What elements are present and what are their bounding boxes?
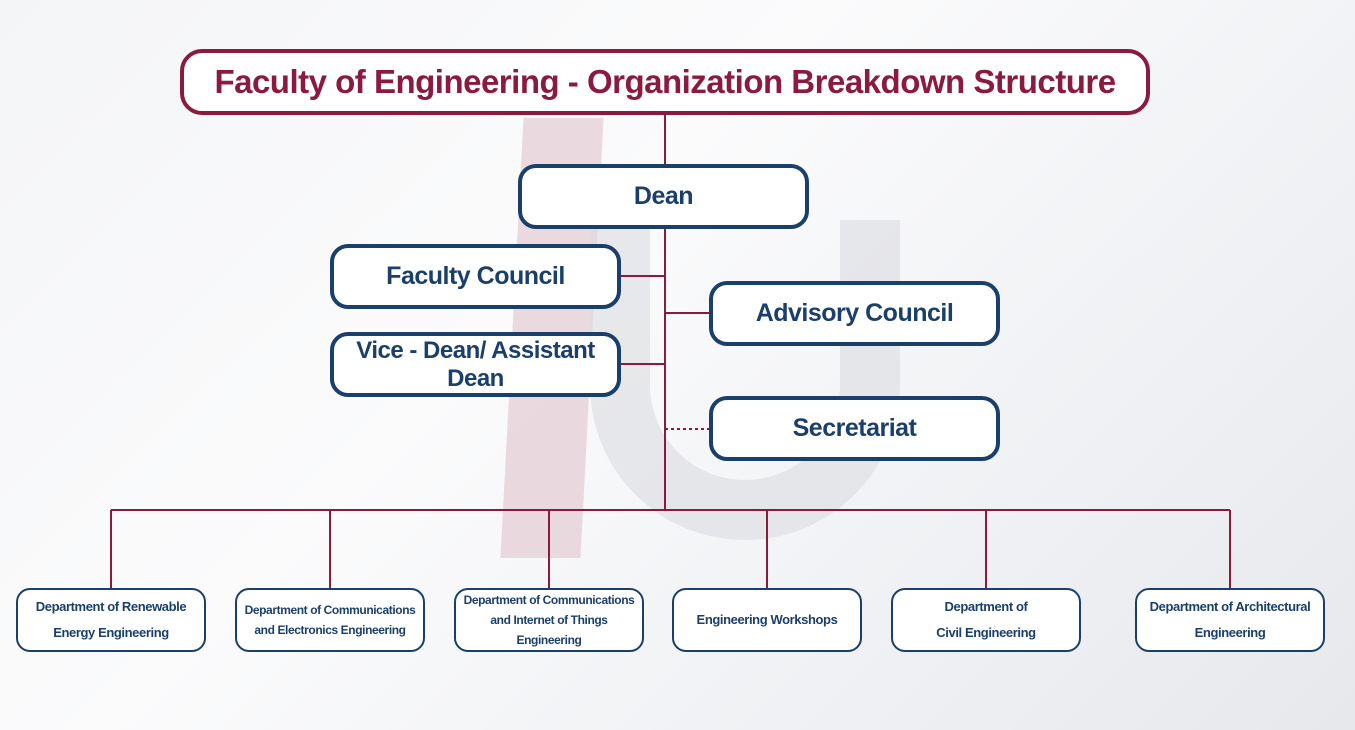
advisory-council-box: Advisory Council [709, 281, 1000, 346]
chart-title: Faculty of Engineering - Organization Br… [180, 49, 1150, 115]
department-box: Engineering Workshops [672, 588, 862, 652]
vice-dean-box: Vice - Dean/ Assistant Dean [330, 332, 621, 397]
faculty-council-box: Faculty Council [330, 244, 621, 309]
department-box: Department of Civil Engineering [891, 588, 1081, 652]
dean-box: Dean [518, 164, 809, 229]
department-box: Department of Renewable Energy Engineeri… [16, 588, 206, 652]
department-box: Department of Communications and Electro… [235, 588, 425, 652]
department-box: Department of Architectural Engineering [1135, 588, 1325, 652]
department-box: Department of Communications and Interne… [454, 588, 644, 652]
secretariat-box: Secretariat [709, 396, 1000, 461]
